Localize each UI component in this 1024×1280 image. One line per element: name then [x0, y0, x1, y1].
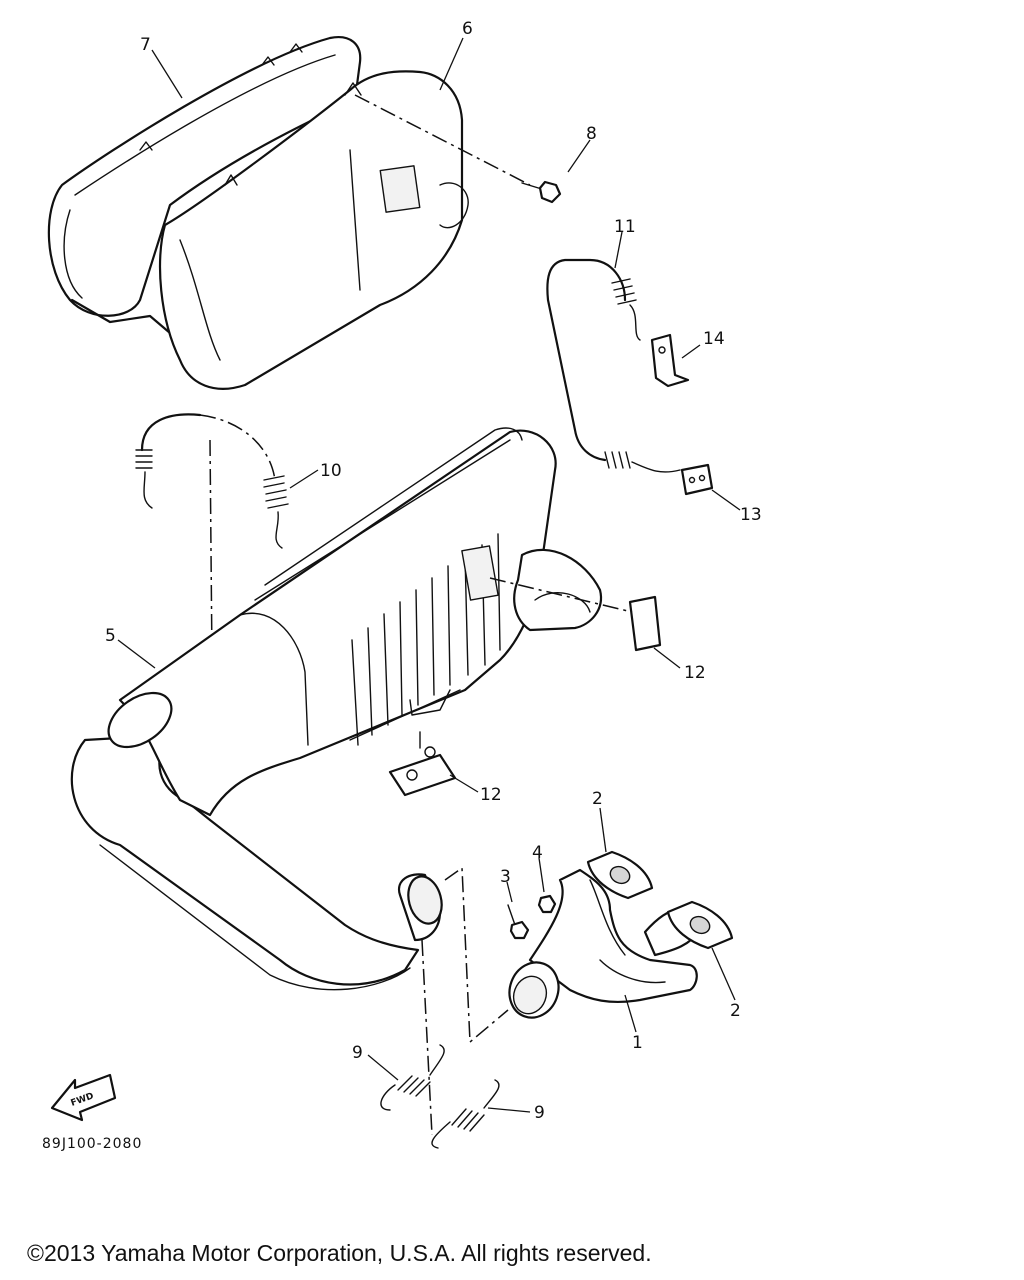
manifold-guide-line: [444, 866, 509, 1044]
part-1-exhaust-manifold: [508, 868, 702, 1019]
callout-part-13: 13: [740, 505, 762, 525]
part-8-bolt: [521, 180, 562, 204]
callout-part-14: 14: [703, 329, 725, 349]
part-2-gasket-lower: [666, 900, 734, 950]
drawing-code: 89J100-2080: [42, 1136, 142, 1152]
callout-part-3: 3: [500, 867, 511, 887]
callout-part-7: 7: [140, 35, 151, 55]
callout-part-9-right: 9: [534, 1103, 545, 1123]
callout-part-2-upper: 2: [592, 789, 603, 809]
muffler-outlet-flange: [397, 873, 443, 942]
leader-lines: [117, 37, 741, 1113]
part-6-heat-protector-inner: [158, 70, 469, 390]
callout-part-2-lower: 2: [730, 1001, 741, 1021]
bolt-8-guide-line: [354, 94, 531, 186]
callout-part-6: 6: [462, 19, 473, 39]
part-9-spring-left: [380, 1044, 445, 1111]
callout-part-5: 5: [105, 626, 116, 646]
copyright-notice: ©2013 Yamaha Motor Corporation, U.S.A. A…: [27, 1240, 652, 1266]
part-10-spring-hook: [135, 413, 289, 549]
callout-part-12-right: 12: [684, 663, 706, 683]
part-11-spring-hook: [546, 258, 681, 473]
callout-part-1: 1: [632, 1033, 643, 1053]
callout-labels: 1 2 2 3 4 5 6 7 8 9 9 10 11 12 12 13 14: [105, 19, 762, 1123]
forward-direction-arrow: FWD: [50, 1073, 117, 1122]
part-12-damper-bottom: [388, 746, 457, 797]
part-2-gasket-upper: [586, 850, 654, 900]
callout-part-11: 11: [614, 217, 636, 237]
damper-12-guide-line: [489, 577, 633, 613]
part-3-bolt: [507, 904, 530, 940]
part-12-damper-right: [628, 595, 662, 652]
spring-9-guide-line: [421, 939, 433, 1136]
callout-part-4: 4: [532, 843, 543, 863]
part-9-spring-right: [431, 1079, 500, 1149]
part-4-nut: [537, 894, 557, 914]
callout-part-10: 10: [320, 461, 342, 481]
part-14-bracket: [650, 333, 690, 388]
spring-10-guide-line: [209, 439, 213, 661]
part-7-heat-protector-outer: [47, 36, 362, 352]
part-13-plate: [680, 463, 714, 496]
part-5-muffler: [70, 427, 603, 991]
callout-part-12-bottom: 12: [480, 785, 502, 805]
callout-part-8: 8: [586, 124, 597, 144]
callout-part-9-left: 9: [352, 1043, 363, 1063]
